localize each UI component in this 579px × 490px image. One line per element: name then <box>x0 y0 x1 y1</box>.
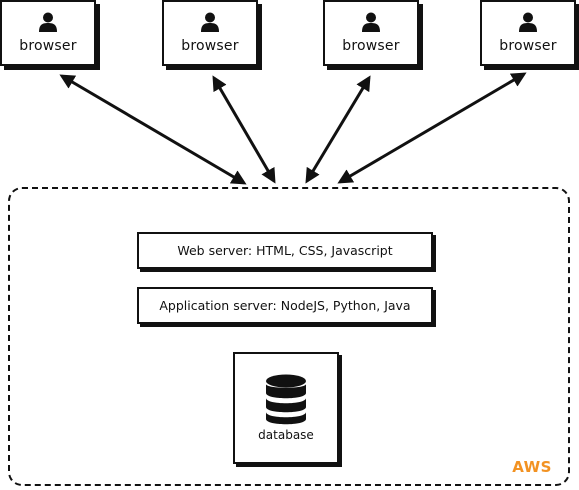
user-icon <box>362 12 380 32</box>
browser-label: browser <box>181 38 239 54</box>
browser-box-4: browser <box>480 0 576 66</box>
arrow-browser-3 <box>305 75 371 184</box>
browser-box-2: browser <box>162 0 258 66</box>
browser-label: browser <box>499 38 557 54</box>
web-server-box: Web server: HTML, CSS, Javascript <box>137 232 433 269</box>
browser-label: browser <box>342 38 400 54</box>
aws-label: AWS <box>512 458 552 476</box>
arrow-browser-4 <box>337 72 527 184</box>
arrow-browser-1 <box>59 74 247 185</box>
aws-container: AWS <box>8 187 570 486</box>
user-icon <box>39 12 57 32</box>
browser-label: browser <box>19 38 77 54</box>
database-box: database <box>233 352 339 464</box>
browser-box-1: browser <box>0 0 96 66</box>
web-server-label: Web server: HTML, CSS, Javascript <box>177 243 393 258</box>
user-icon <box>519 12 537 32</box>
arrow-browser-2 <box>212 75 276 184</box>
application-server-label: Application server: NodeJS, Python, Java <box>159 298 411 313</box>
database-label: database <box>258 428 314 442</box>
user-icon <box>201 12 219 32</box>
database-icon <box>266 374 306 425</box>
browser-box-3: browser <box>323 0 419 66</box>
application-server-box: Application server: NodeJS, Python, Java <box>137 287 433 324</box>
